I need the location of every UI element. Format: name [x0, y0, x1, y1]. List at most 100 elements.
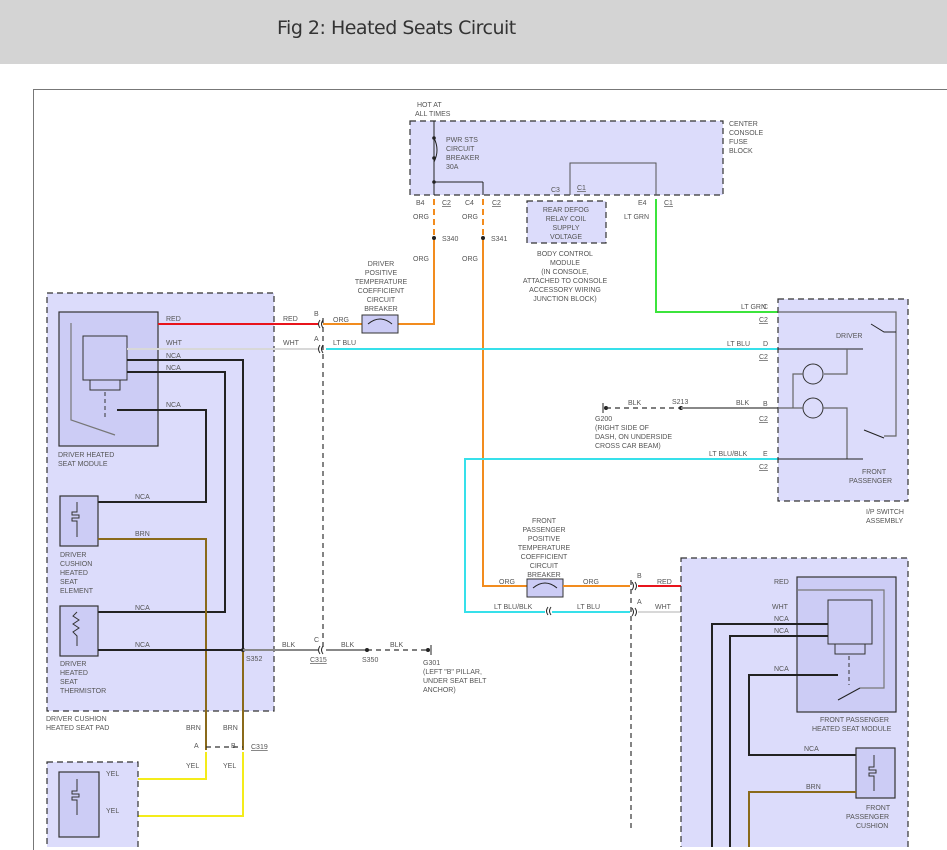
wire-label-org: ORG — [462, 214, 478, 221]
passenger-switch-label: PASSENGER — [849, 478, 892, 485]
ground-g301: G301 — [423, 660, 440, 667]
wire-label-wht: WHT — [655, 604, 672, 611]
thermistor-label: DRIVER — [60, 661, 86, 668]
bcm-name: ATTACHED TO CONSOLE — [523, 278, 608, 285]
wire-brn — [748, 791, 856, 847]
fuse-block-name: BLOCK — [729, 148, 753, 155]
ground-g200-location: (RIGHT SIDE OF — [595, 425, 649, 432]
diagram-frame — [33, 89, 947, 850]
wire-label-brn: BRN — [135, 531, 150, 538]
bcm-label: REAR DEFOG — [543, 207, 589, 214]
wire-label-yel: YEL — [106, 771, 119, 778]
connector-c315-label: C315 — [310, 657, 327, 664]
wire-lt-blu-blk — [464, 458, 778, 613]
wire-label-yel: YEL — [223, 763, 236, 770]
wire-label-nca: NCA — [166, 365, 181, 372]
wire-label-lt-blu-blk: LT BLU/BLK — [494, 604, 533, 611]
ip-switch-name: I/P SWITCH — [866, 509, 904, 516]
driver-ptc-breaker: DRIVER POSITIVE TEMPERATURE COEFFICIENT … — [323, 261, 408, 334]
connector-c2: C2 — [759, 416, 768, 423]
ptc-label: POSITIVE — [528, 536, 561, 543]
wire-label-wht: WHT — [772, 604, 789, 611]
connector-c315: B A C C315 BLK BLK BLK S350 G301 (LEFT "… — [243, 311, 487, 694]
wire-label-org: ORG — [413, 256, 429, 263]
breaker-label: CIRCUIT — [446, 146, 475, 153]
pad-name: DRIVER CUSHION — [46, 716, 107, 723]
element-label: HEATED — [60, 570, 88, 577]
wire-brn — [98, 538, 207, 750]
wire-nca — [748, 674, 856, 756]
wire-label-blk: BLK — [390, 642, 404, 649]
passenger-module-name: FRONT PASSENGER — [820, 717, 889, 724]
splice-s341: S341 — [491, 236, 507, 243]
wire-label-nca: NCA — [166, 353, 181, 360]
ptc-label: FRONT — [532, 518, 557, 525]
pin-a: A — [637, 599, 642, 606]
bcm-label: SUPPLY — [552, 225, 579, 232]
wire-label-brn: BRN — [186, 725, 201, 732]
wire-label-org: ORG — [499, 579, 515, 586]
hot-at-label: HOT AT — [417, 102, 442, 109]
ptc-label: BREAKER — [364, 306, 397, 313]
passenger-cushion-label: FRONT — [866, 805, 891, 812]
ptc-label: PASSENGER — [522, 527, 565, 534]
wire-nca — [98, 409, 207, 503]
ptc-label: POSITIVE — [365, 270, 398, 277]
connector-c2: C2 — [759, 354, 768, 361]
wire-label-nca: NCA — [774, 666, 789, 673]
element-label: CUSHION — [60, 561, 92, 568]
pin-c3: C3 — [551, 187, 560, 194]
wire-label-blk: BLK — [736, 400, 750, 407]
connector-c2: C2 — [492, 200, 501, 207]
pin-d: D — [763, 341, 768, 348]
wire-label-lt-grn: LT GRN — [741, 304, 766, 311]
wire-nca — [98, 371, 226, 613]
wire-label-wht: WHT — [166, 340, 183, 347]
bcm-name: MODULE — [550, 260, 580, 267]
bcm-name: BODY CONTROL — [537, 251, 593, 258]
wire-label-nca: NCA — [135, 642, 150, 649]
wire-label-wht: WHT — [283, 340, 300, 347]
pin-b: B — [314, 311, 319, 318]
pin-e: E — [763, 451, 768, 458]
bcm-name: JUNCTION BLOCK) — [533, 296, 596, 303]
connector-c1: C1 — [664, 200, 673, 207]
passenger-ptc-breaker: FRONT PASSENGER POSITIVE TEMPERATURE COE… — [499, 518, 630, 598]
connector-c1: C1 — [577, 185, 586, 192]
bcm-label: VOLTAGE — [550, 234, 582, 241]
thermistor-label: SEAT — [60, 679, 78, 686]
thermistor-label: THERMISTOR — [60, 688, 106, 695]
fuse-block-name: CENTER — [729, 121, 758, 128]
passenger-cushion-label: PASSENGER — [846, 814, 889, 821]
element-label: SEAT — [60, 579, 78, 586]
wire-label-org: ORG — [333, 317, 349, 324]
driver-cushion-heated-seat-pad: DRIVER HEATED SEAT MODULE RED RED WHT WH… — [46, 292, 318, 750]
passenger-cushion-label: CUSHION — [856, 823, 888, 830]
wire-label-lt-blu-blk: LT BLU/BLK — [709, 451, 748, 458]
orange-feed-wires: ORG ORG S340 ORG ORG S341 — [398, 199, 540, 587]
pin-a: A — [194, 743, 199, 750]
ip-switch-name: ASSEMBLY — [866, 518, 904, 525]
figure-title: Fig 2: Heated Seats Circuit — [277, 17, 516, 39]
passenger-module-name: HEATED SEAT MODULE — [812, 726, 892, 733]
wire-label-red: RED — [166, 316, 181, 323]
figure-header: Fig 2: Heated Seats Circuit — [0, 0, 947, 64]
bcm-label: RELAY COIL — [546, 216, 587, 223]
center-console-fuse-block: HOT AT ALL TIMES PWR STS CIRCUIT BREAKER… — [409, 102, 764, 207]
wire-yel — [98, 752, 244, 817]
wire-label-blk: BLK — [282, 642, 296, 649]
ptc-label: TEMPERATURE — [355, 279, 408, 286]
connector-c2: C2 — [759, 464, 768, 471]
connector-c319-label: C319 — [251, 744, 268, 751]
wire-label-red: RED — [283, 316, 298, 323]
passenger-switch-label: FRONT — [862, 469, 887, 476]
wire-label-nca: NCA — [135, 494, 150, 501]
wire-label-nca: NCA — [804, 746, 819, 753]
wire-lt-grn — [655, 199, 778, 313]
pin-e4: E4 — [638, 200, 647, 207]
pin-c: C — [763, 304, 768, 311]
splice-s350: S350 — [362, 657, 378, 664]
driver-switch-label: DRIVER — [836, 333, 862, 340]
pin-b: B — [763, 401, 768, 408]
splice-s213: S213 — [672, 399, 688, 406]
